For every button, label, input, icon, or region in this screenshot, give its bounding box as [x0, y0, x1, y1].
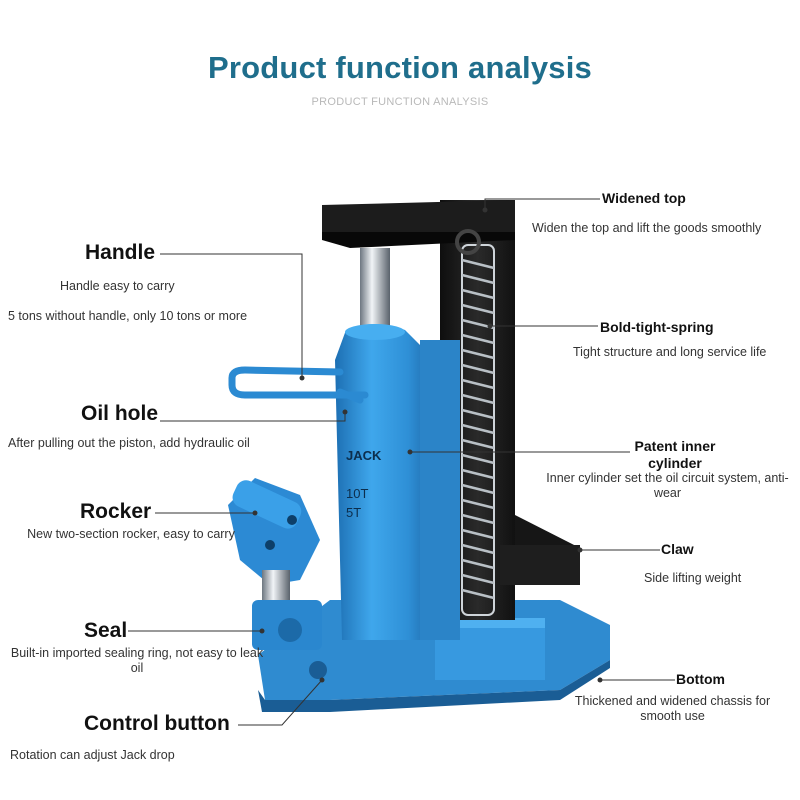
claw-desc: Side lifting weight	[644, 571, 742, 585]
oil-hole-desc: After pulling out the piston, add hydrau…	[8, 436, 250, 450]
handle-desc-2: 5 tons without handle, only 10 tons or m…	[8, 309, 248, 323]
claw-label: Claw	[661, 541, 694, 557]
leader-dots	[252, 207, 603, 683]
handle-desc-1: Handle easy to carry	[60, 279, 175, 293]
handle-label: Handle	[85, 241, 156, 264]
widened-top-label: Widened top	[602, 190, 686, 206]
bottom-desc: Thickened and widened chassis for smooth…	[574, 694, 771, 723]
rating-5t: 5T	[346, 505, 361, 520]
blue-cylinder	[335, 324, 460, 640]
inner-cylinder-desc: Inner cylinder set the oil circuit syste…	[546, 471, 789, 500]
rocker-desc: New two-section rocker, easy to carry	[27, 527, 235, 541]
rocker-label: Rocker	[80, 500, 152, 523]
spring-desc: Tight structure and long service life	[573, 345, 767, 359]
oil-hole-label: Oil hole	[81, 402, 159, 425]
seal-label: Seal	[84, 619, 128, 642]
bottom-label: Bottom	[676, 671, 725, 687]
page-subtitle: PRODUCT FUNCTION ANALYSIS	[311, 96, 489, 108]
pump-seal	[252, 570, 327, 679]
inner-cylinder-label: Patent inner cylinder	[634, 438, 716, 471]
spring	[455, 229, 495, 616]
rocker	[228, 478, 320, 585]
jack-label: JACK	[346, 448, 382, 463]
control-button-desc: Rotation can adjust Jack drop	[10, 748, 175, 762]
handle-bar	[228, 366, 369, 404]
widened-top-desc: Widen the top and lift the goods smoothl…	[532, 221, 762, 235]
seal-desc: Built-in imported sealing ring, not easy…	[10, 646, 264, 675]
piston-rod	[360, 248, 390, 328]
spring-label: Bold-tight-spring	[600, 319, 714, 335]
leader-lines	[128, 198, 675, 726]
control-button-label: Control button	[84, 712, 230, 735]
page-title: Product function analysis	[208, 50, 592, 85]
rating-10t: 10T	[346, 486, 368, 501]
